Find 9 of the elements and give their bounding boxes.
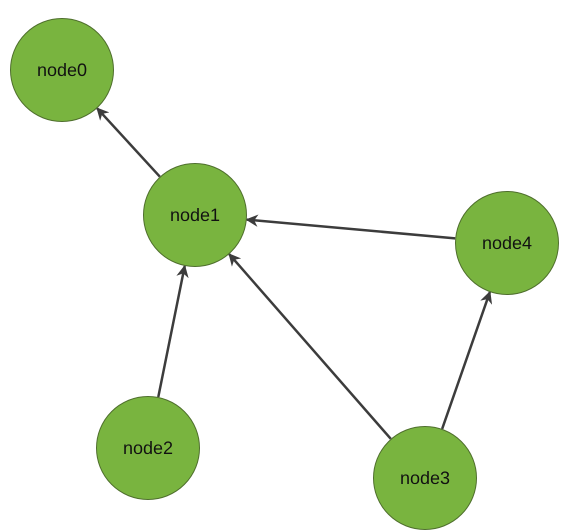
node-label: node4	[482, 232, 532, 254]
node-label: node0	[36, 60, 88, 80]
node-label: node1	[170, 204, 220, 226]
arrow	[157, 264, 189, 398]
arrow	[246, 214, 456, 240]
node-label: node3	[400, 468, 450, 488]
arrow	[96, 107, 161, 178]
node-label: node2	[122, 438, 174, 458]
arrow	[228, 253, 392, 440]
